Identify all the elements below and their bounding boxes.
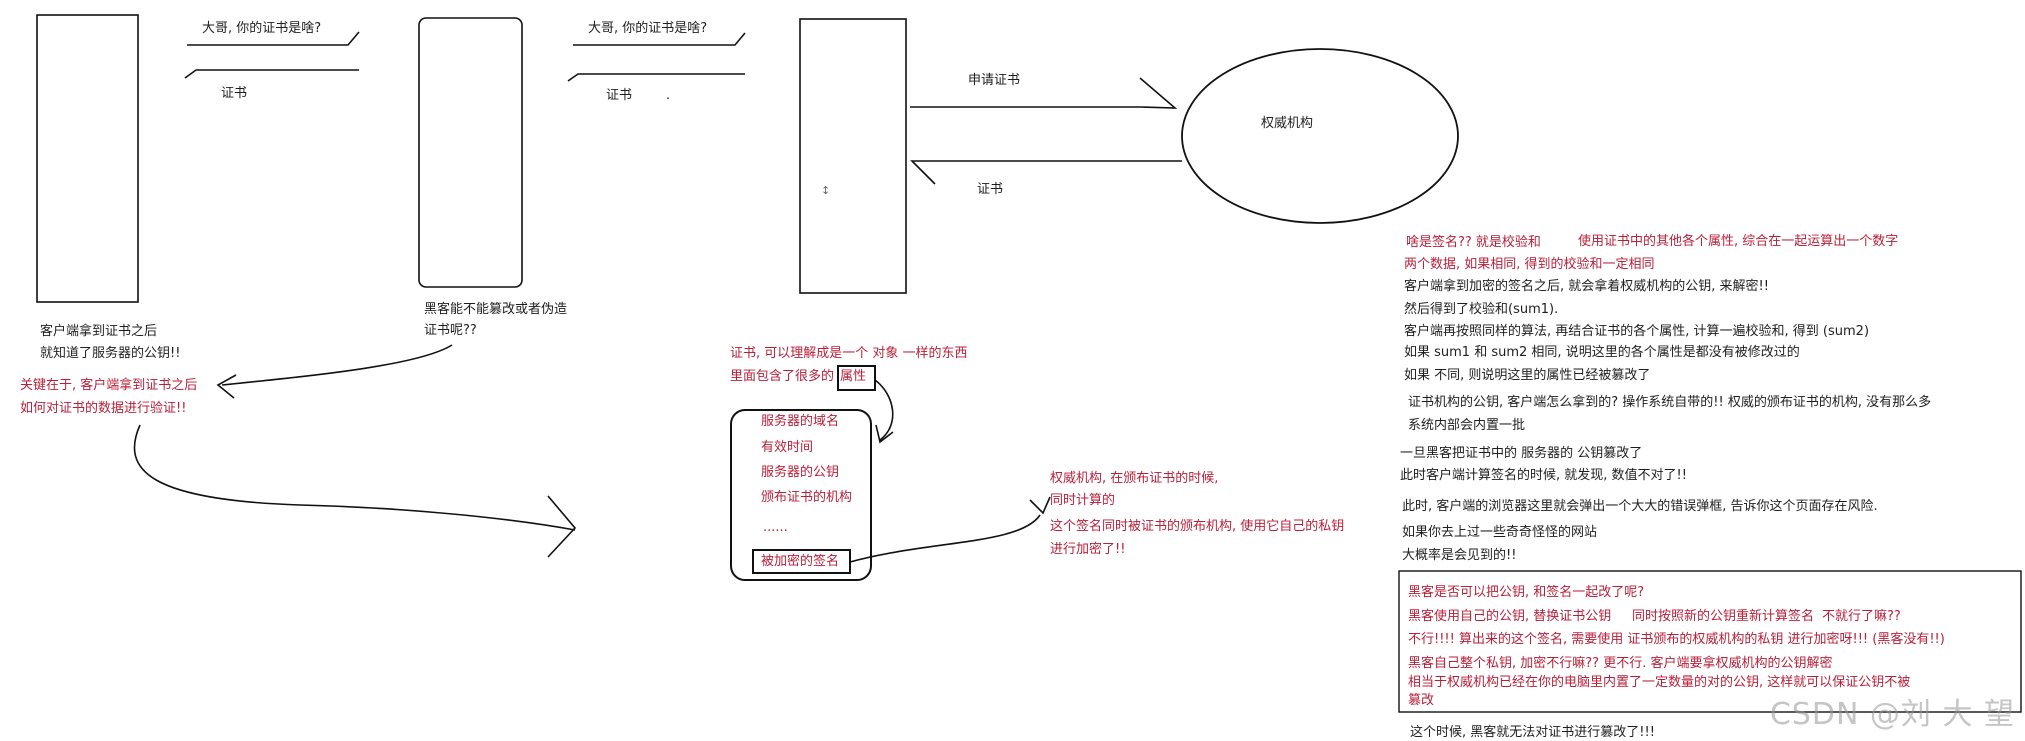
sign-note-2: 同时计算的 bbox=[1050, 493, 1116, 508]
box-line-0: 黑客是否可以把公钥, 和签名一起改了呢? bbox=[1408, 585, 1645, 600]
box-line-6: 相当于权威机构已经在你的电脑里内置了一定数量的对的公钥, 这样就可以保证公钥不被 bbox=[1408, 675, 1911, 690]
sign-note-3: 这个签名同时被证书的颁布机构, 使用它自己的私钥 bbox=[1050, 519, 1345, 534]
cert-back-arrow bbox=[910, 160, 1182, 185]
server-box bbox=[799, 18, 907, 294]
cert-field-signature: 被加密的签名 bbox=[761, 554, 840, 569]
request-arrow-2 bbox=[573, 32, 746, 46]
sign-note-4: 进行加密了!! bbox=[1050, 542, 1126, 557]
note-line-6: 如果 sum1 和 sum2 相同, 说明这里的各个属性是都没有被修改过的 bbox=[1404, 345, 1800, 360]
key-long-arrow bbox=[133, 424, 577, 558]
note-line-2: 两个数据, 如果相同, 得到的校验和一定相同 bbox=[1404, 257, 1655, 272]
note-line-4: 然后得到了校验和(sum1). bbox=[1404, 302, 1559, 317]
note-line-8: 证书机构的公钥, 客户端怎么拿到的? 操作系统自带的!! 权威的颁布证书的机构,… bbox=[1408, 395, 1932, 410]
attribute-highlight bbox=[837, 365, 876, 391]
cert-intro-2: 里面包含了很多的 bbox=[730, 369, 835, 384]
box-line-3: 不就行了嘛?? bbox=[1822, 609, 1901, 624]
box-line-2: 同时按照新的公钥重新计算签名 bbox=[1632, 609, 1815, 624]
client-note-1: 客户端拿到证书之后 bbox=[40, 324, 158, 339]
cursor-icon: ↕ bbox=[821, 184, 831, 197]
box-line-7: 篡改 bbox=[1408, 693, 1435, 708]
note-line-10: 一旦黑客把证书中的 服务器的 公钥篡改了 bbox=[1400, 446, 1643, 461]
left-ask-label: 大哥, 你的证书是啥? bbox=[202, 21, 322, 36]
authority-ellipse bbox=[1181, 48, 1459, 224]
note-line-5: 客户端再按照同样的算法, 再结合证书的各个属性, 计算一遍校验和, 得到 (su… bbox=[1404, 324, 1870, 339]
key-note-2: 如何对证书的数据进行验证!! bbox=[20, 401, 187, 416]
apply-arrow bbox=[910, 77, 1178, 109]
cert-field-ellipsis: ...... bbox=[763, 520, 788, 535]
cert-fields-box bbox=[730, 409, 872, 581]
left-reply-label: 证书 bbox=[221, 86, 248, 101]
box-line-4: 不行!!!! 算出来的这个签名, 需要使用 证书颁布的权威机构的私钥 进行加密呀… bbox=[1408, 632, 1945, 647]
attribute-arrow bbox=[874, 379, 894, 444]
sign-note-1: 权威机构, 在颁布证书的时候, bbox=[1050, 471, 1219, 486]
note-line-3: 客户端拿到加密的签名之后, 就会拿着权威机构的公钥, 来解密!! bbox=[1404, 279, 1769, 294]
signature-arrow bbox=[849, 496, 1051, 563]
cert-field-domain: 服务器的域名 bbox=[761, 414, 840, 429]
note-line-14: 大概率是会见到的!! bbox=[1402, 548, 1517, 563]
hacker-to-key-arrow bbox=[216, 344, 453, 399]
hacker-box bbox=[418, 17, 523, 288]
final-note: 这个时候, 黑客就无法对证书进行篡改了!!! bbox=[1410, 725, 1655, 740]
cert-intro-2-boxed: 属性 bbox=[840, 369, 867, 384]
note-line-9: 系统内部会内置一批 bbox=[1408, 418, 1526, 433]
note-line-13: 如果你去上过一些奇奇怪怪的网站 bbox=[1402, 525, 1598, 540]
note-line-1: 使用证书中的其他各个属性, 综合在一起运算出一个数字 bbox=[1578, 234, 1899, 249]
note-line-11: 此时客户端计算签名的时候, 就发现, 数值不对了!! bbox=[1400, 468, 1687, 483]
request-arrow-1 bbox=[187, 31, 360, 46]
key-note-1: 关键在于, 客户端拿到证书之后 bbox=[20, 378, 198, 393]
watermark: CSDN @刘 大 望 bbox=[1769, 697, 2015, 732]
cert-field-issuer: 颁布证书的机构 bbox=[761, 490, 853, 505]
apply-label: 申请证书 bbox=[968, 73, 1021, 88]
right-reply-label: 证书 bbox=[977, 182, 1004, 197]
hacker-note-2: 证书呢?? bbox=[424, 323, 477, 338]
authority-label: 权威机构 bbox=[1261, 116, 1314, 131]
hacker-note-1: 黑客能不能篡改或者伪造 bbox=[424, 302, 568, 317]
box-line-1: 黑客使用自己的公钥, 替换证书公钥 bbox=[1408, 609, 1612, 624]
cert-arrow-1 bbox=[184, 69, 359, 79]
client-box bbox=[36, 14, 139, 303]
cert-intro-1: 证书, 可以理解成是一个 对象 一样的东西 bbox=[730, 346, 968, 361]
note-line-0: 啥是签名?? 就是校验和 bbox=[1406, 235, 1541, 250]
note-line-7: 如果 不同, 则说明这里的属性已经被篡改了 bbox=[1404, 368, 1651, 383]
middle-reply-label: 证书 bbox=[606, 88, 633, 103]
hacker-question-box bbox=[1398, 570, 2022, 713]
client-note-2: 就知道了服务器的公钥!! bbox=[40, 346, 181, 361]
middle-dot: . bbox=[666, 88, 671, 103]
note-line-12: 此时, 客户端的浏览器这里就会弹出一个大大的错误弹框, 告诉你这个页面存在风险. bbox=[1402, 499, 1878, 514]
middle-ask-label: 大哥, 你的证书是啥? bbox=[588, 21, 708, 36]
box-line-5: 黑客自己整个私钥, 加密不行嘛?? 更不行. 客户端要拿权威机构的公钥解密 bbox=[1408, 656, 1833, 671]
cert-field-validity: 有效时间 bbox=[761, 440, 814, 455]
cert-arrow-2 bbox=[567, 73, 745, 82]
cert-field-pubkey: 服务器的公钥 bbox=[761, 465, 840, 480]
